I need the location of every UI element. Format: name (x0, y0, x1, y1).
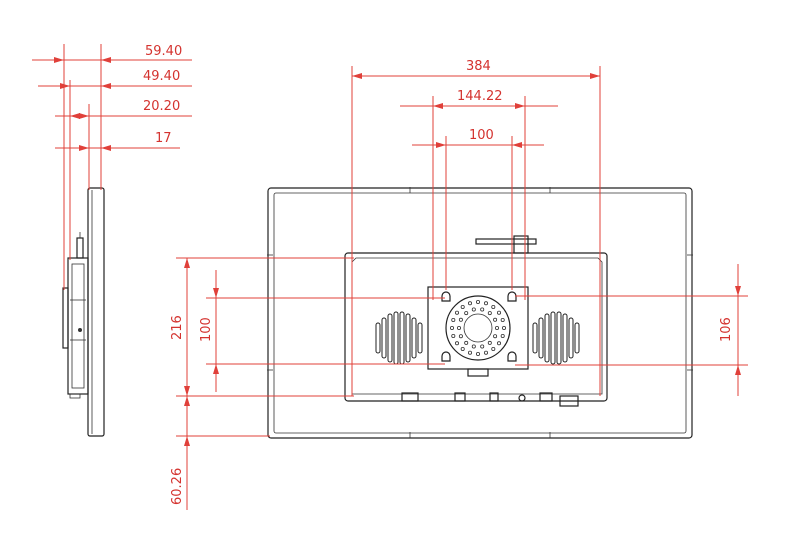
vent-dot (483, 350, 488, 355)
grille-slot (568, 317, 574, 359)
dim-60-26: 60.26 (170, 468, 185, 505)
dim-49-40: 49.40 (143, 69, 180, 84)
vent-dot (451, 317, 456, 322)
grille-slot (387, 313, 393, 363)
grille-slot (381, 317, 387, 359)
grille-slot (393, 311, 399, 365)
vent-dot (464, 340, 469, 345)
vent-dot (467, 301, 472, 306)
vent-dot (500, 333, 505, 338)
dim-17: 17 (155, 131, 172, 146)
dim-20-20: 20.20 (143, 99, 180, 114)
vent-dot (483, 301, 488, 306)
vent-dot (500, 317, 505, 322)
grille-slot (562, 313, 568, 363)
dim-100-vertical: 100 (199, 317, 214, 342)
bottom-connectors (401, 392, 579, 407)
vent-dot (456, 325, 461, 330)
vent-dot (454, 341, 459, 346)
grille-slot (538, 317, 544, 359)
grille-slot (532, 322, 538, 354)
vent-dot (460, 304, 465, 309)
dim-216: 216 (170, 315, 185, 340)
vent-dot (471, 344, 476, 349)
vent-dot (496, 310, 501, 315)
grille-slot (417, 322, 423, 354)
front-dimension-lines (176, 66, 748, 510)
side-view (62, 187, 105, 437)
dim-59-40: 59.40 (145, 44, 182, 59)
vent-dots (449, 299, 506, 356)
vent-dot (493, 317, 498, 322)
grille-slot (544, 313, 550, 363)
vesa-holes (441, 291, 517, 362)
vent-dot (454, 310, 459, 315)
vent-dot (451, 333, 456, 338)
vent-dot (491, 346, 496, 351)
vent-dot (493, 334, 498, 339)
vent-dot (480, 307, 485, 312)
grille-slot (405, 313, 411, 363)
speaker-grille-left (375, 311, 423, 365)
dim-100-horizontal: 100 (469, 128, 494, 143)
speaker-grille-right (532, 311, 580, 365)
vent-dot (480, 344, 485, 349)
dim-144-22: 144.22 (457, 89, 503, 104)
back-view (267, 187, 693, 439)
dim-106: 106 (719, 317, 734, 342)
vent-dot (496, 341, 501, 346)
grille-slot (556, 311, 562, 365)
grille-slot (574, 322, 580, 354)
frame-ticks (267, 187, 693, 438)
vent-dot (491, 304, 496, 309)
vent-dot (458, 317, 463, 322)
grille-slot (550, 311, 556, 365)
vent-dot (494, 325, 499, 330)
vent-dot (458, 334, 463, 339)
vent-dot (501, 325, 506, 330)
vent-dot (449, 325, 454, 330)
grille-slot (399, 311, 405, 365)
grille-slot (375, 322, 381, 354)
vent-dot (487, 340, 492, 345)
vent-dot (467, 350, 472, 355)
vent-dot (475, 351, 480, 356)
dim-384: 384 (466, 59, 491, 74)
grille-slot (411, 317, 417, 359)
vent-dot (471, 307, 476, 312)
vent-dot (475, 299, 480, 304)
side-dimension-lines (32, 44, 192, 290)
vent-dot (460, 346, 465, 351)
vent-dot (487, 311, 492, 316)
vent-dot (464, 311, 469, 316)
